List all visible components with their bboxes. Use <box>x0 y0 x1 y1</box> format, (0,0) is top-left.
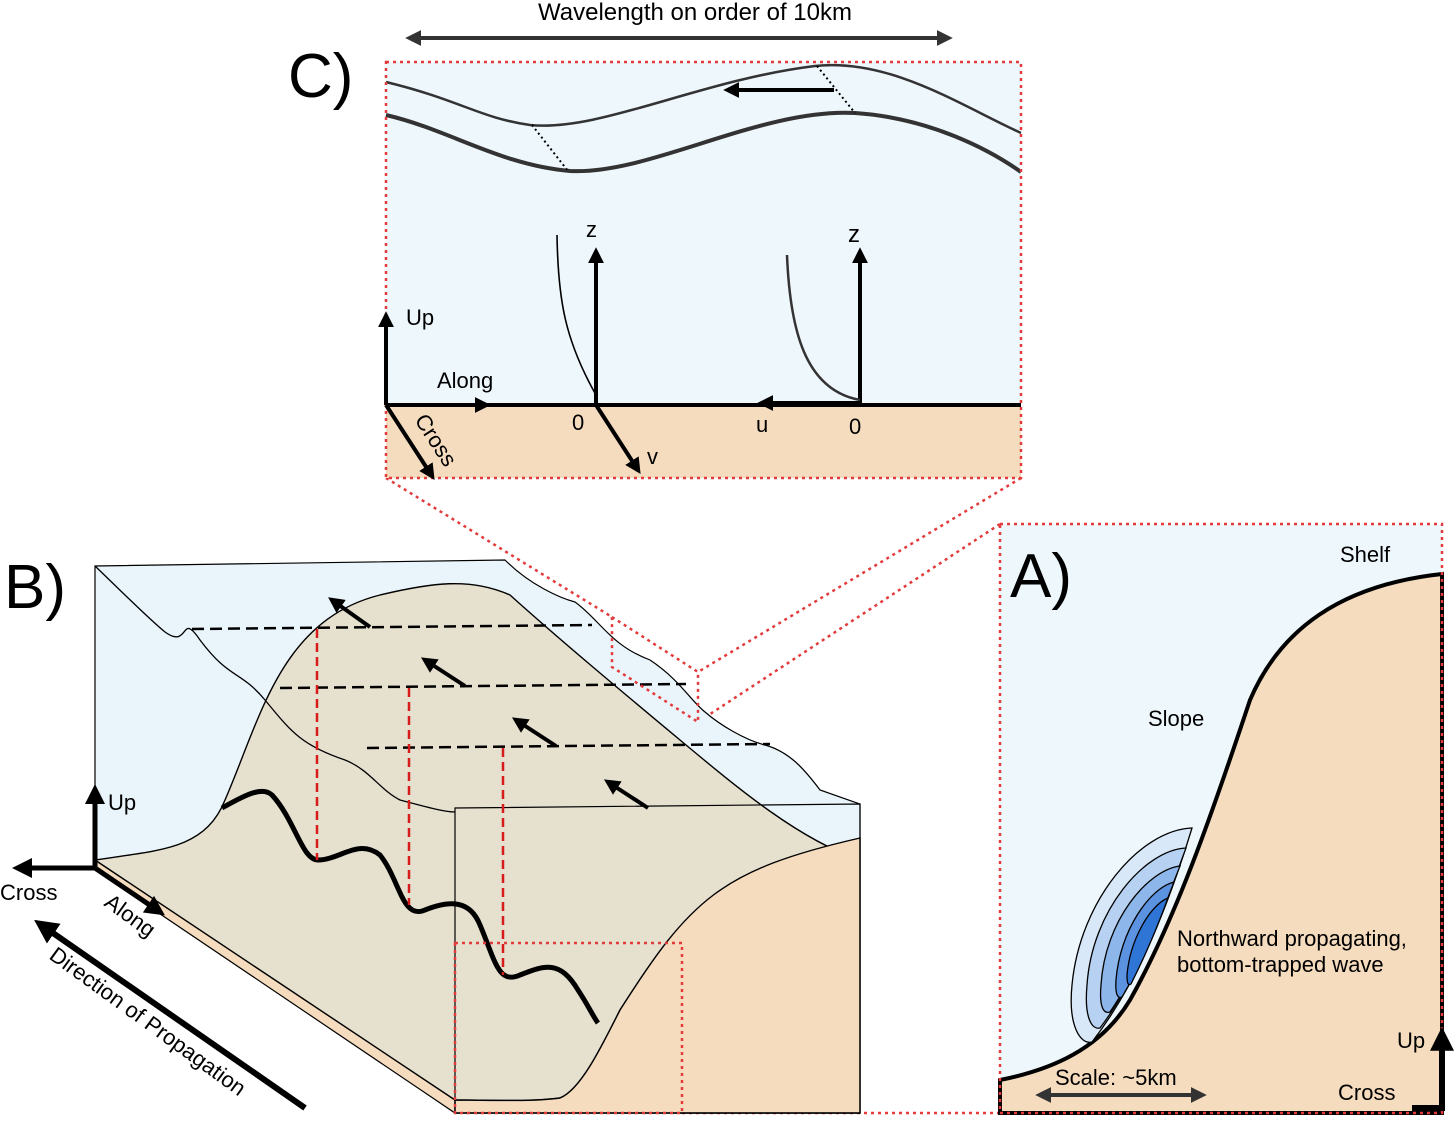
z-label-left: z <box>586 217 597 242</box>
panel-b-letter: B) <box>4 553 66 622</box>
panel-b-front-face <box>454 837 861 1114</box>
panel-b-wave-crests <box>191 623 771 750</box>
panel-a: A) Shelf Slope Northward propagating, bo… <box>998 522 1454 1115</box>
wavelength-label: Wavelength on order of 10km <box>538 0 852 26</box>
panel-c-letter: C) <box>288 42 353 111</box>
bottom-trapped-wave-line <box>220 788 601 1025</box>
panel-c-interface-wave <box>385 110 1023 174</box>
panel-c-frame <box>384 60 1023 480</box>
up-label-c: Up <box>406 305 434 330</box>
wave-label-line1: Northward propagating, <box>1177 926 1407 951</box>
panel-c-surface-wave <box>385 63 1022 135</box>
panel-b-water-front <box>454 803 861 1114</box>
panel-c-crest-marker <box>816 65 856 114</box>
cross-label-b: Cross <box>0 880 57 905</box>
shelf-label: Shelf <box>1340 542 1391 567</box>
axis-cross-c <box>384 403 435 481</box>
panel-c-water <box>386 62 1021 405</box>
panel-c-seabed <box>386 405 1021 478</box>
cross-label-a: Cross <box>1338 1080 1395 1105</box>
zero-label-left: 0 <box>572 410 584 435</box>
panel-b-isobath <box>94 565 456 813</box>
z-label-right: z <box>848 221 860 248</box>
v-label: v <box>647 444 658 469</box>
direction-of-propagation-arrow <box>34 919 307 1111</box>
panel-b-propagation-arrows <box>328 597 650 810</box>
panel-a-frame <box>998 522 1444 1115</box>
axis-along-b <box>93 865 165 916</box>
v-profile-curve <box>556 234 597 396</box>
up-label-b: Up <box>108 790 136 815</box>
connector-lines <box>385 476 1022 1115</box>
zero-label-right: 0 <box>849 414 861 439</box>
panel-b-red-verticals <box>315 629 505 975</box>
up-label-a: Up <box>1397 1028 1425 1053</box>
panel-b-inset-a-box <box>453 941 684 1115</box>
wave-contour-5 <box>1126 896 1170 986</box>
panel-c: Wavelength on order of 10km C) Up Along … <box>288 0 1023 481</box>
u-profile-curve <box>785 254 861 402</box>
panel-a-letter: A) <box>1010 542 1072 611</box>
wave-label-line2: bottom-trapped wave <box>1177 952 1384 977</box>
axis-v <box>594 403 641 475</box>
bottom-trapped-wave-contours <box>1070 827 1193 1043</box>
along-label-c: Along <box>437 368 493 393</box>
slope-label: Slope <box>1148 706 1204 731</box>
scale-label: Scale: ~5km <box>1055 1065 1177 1090</box>
direction-label: Direction of Propagation <box>45 942 251 1101</box>
u-label: u <box>756 412 768 437</box>
panel-b: Up Cross Along Direction of Propagation … <box>0 553 861 1115</box>
